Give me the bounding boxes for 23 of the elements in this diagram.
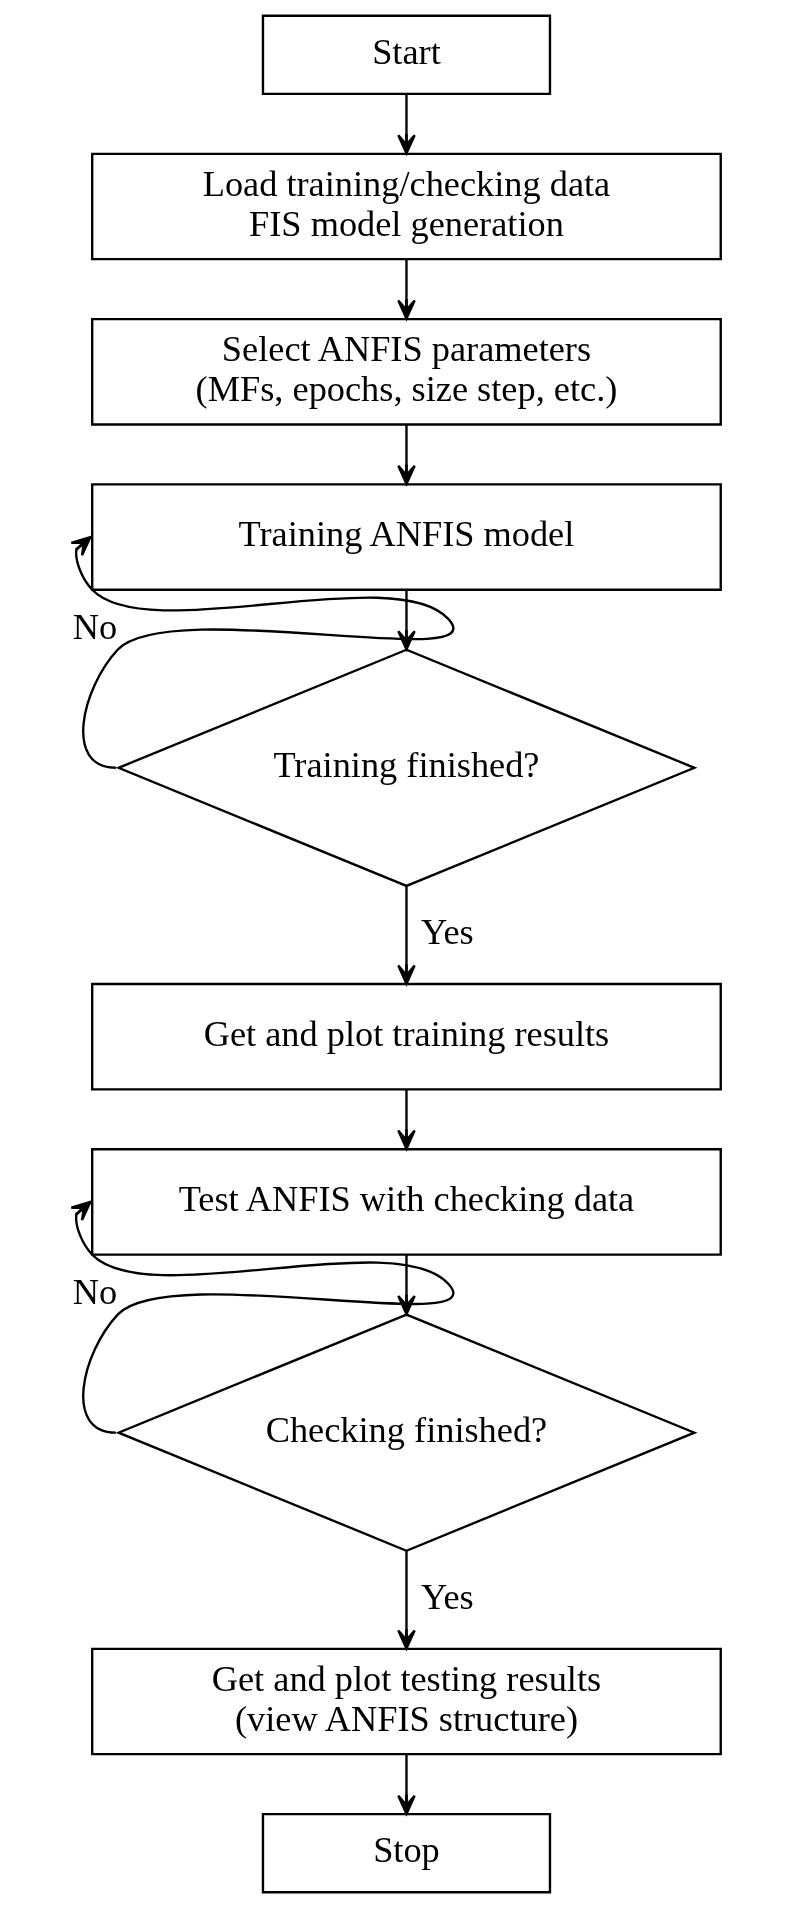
- node-box: Stop: [261, 1812, 551, 1894]
- node-box: Select ANFIS parameters (MFs, epochs, size step, etc.): [90, 317, 722, 426]
- arrow: [396, 885, 416, 985]
- node-box: Test ANFIS with checking data: [90, 1148, 722, 1256]
- node-diamond: Training finished?: [114, 648, 697, 888]
- node-box: Get and plot testing results (view ANFIS structure): [90, 1647, 722, 1756]
- arrow: [69, 535, 454, 769]
- arrow: [396, 424, 416, 486]
- node-box: Load training/checking data FIS model generation: [90, 152, 722, 261]
- node-box: Get and plot training results: [90, 982, 722, 1091]
- arrow: [396, 1754, 416, 1816]
- edge-label: Yes: [420, 1576, 474, 1617]
- arrow: [396, 1550, 416, 1650]
- arrow: [69, 1200, 454, 1434]
- arrow: [396, 259, 416, 320]
- arrow: [396, 94, 416, 155]
- edge-label: No: [72, 606, 117, 647]
- node-box: Start: [261, 14, 551, 96]
- arrow: [396, 1089, 416, 1150]
- node-box: Training ANFIS model: [90, 483, 722, 591]
- edge-label: No: [72, 1271, 117, 1312]
- node-diamond: Checking finished?: [114, 1313, 697, 1552]
- edge-label: Yes: [420, 912, 474, 953]
